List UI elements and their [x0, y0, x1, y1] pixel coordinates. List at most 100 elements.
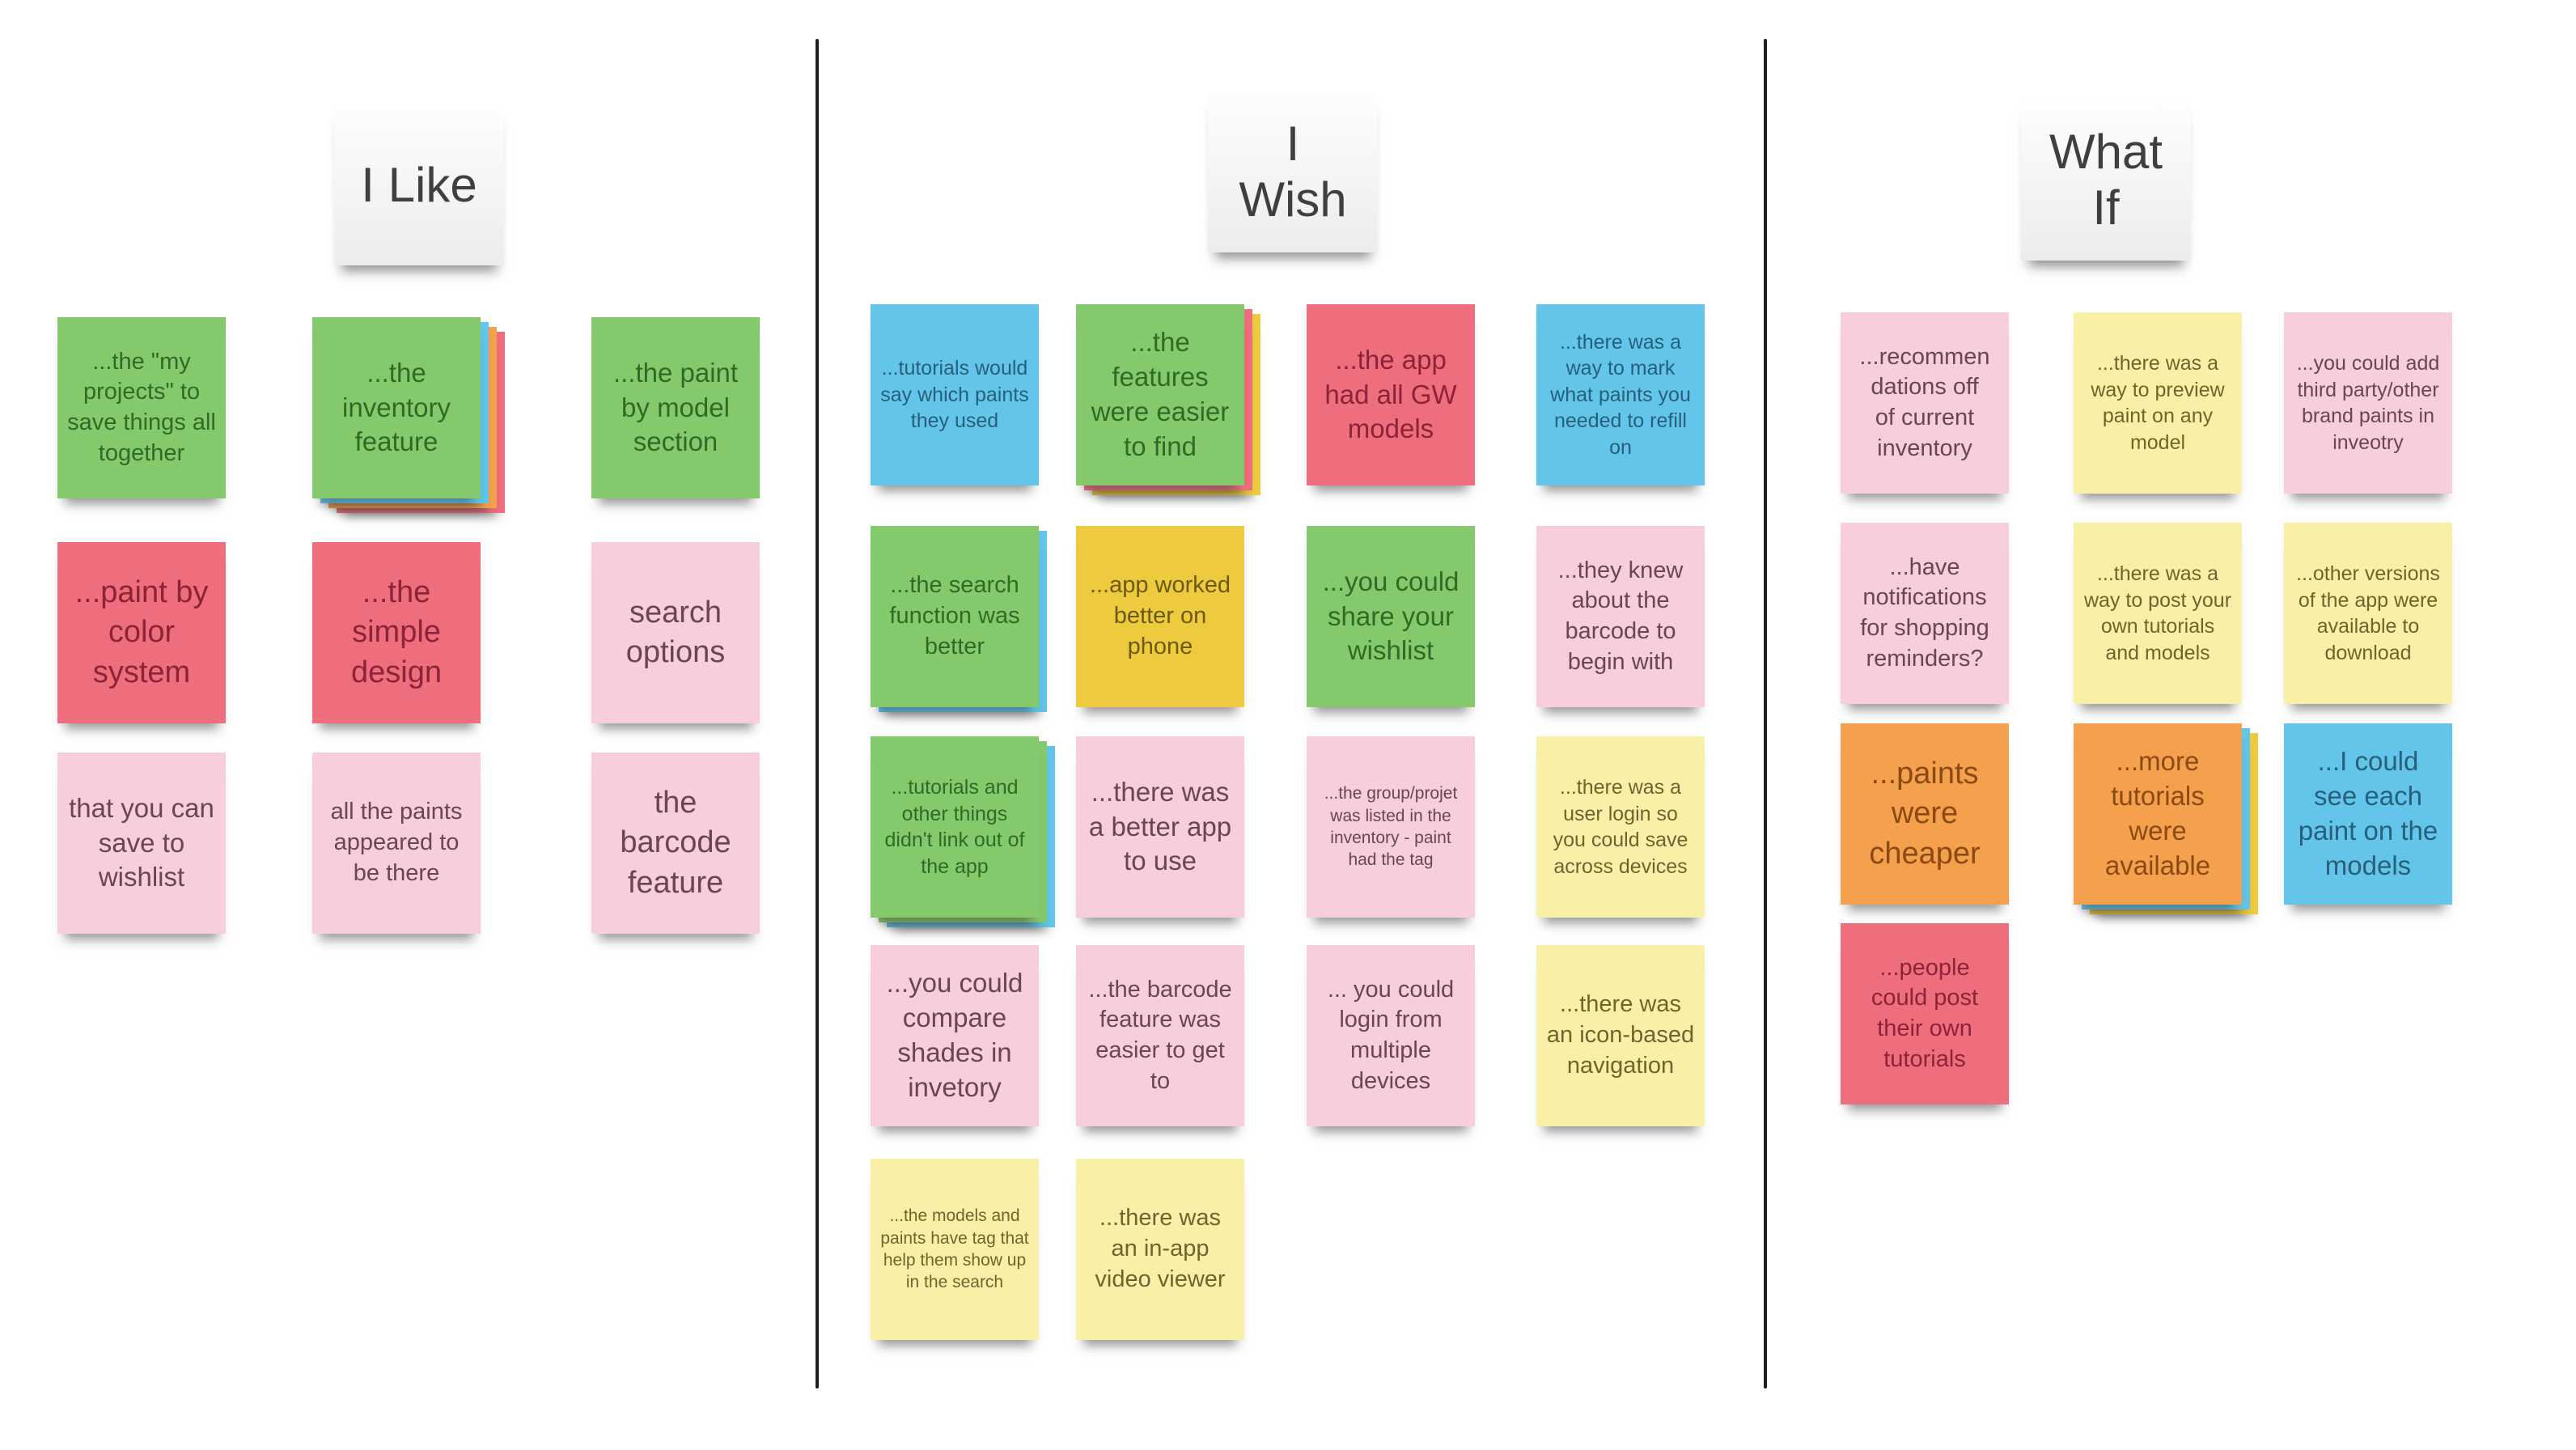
sticky-note-face: ...there was a user login so you could s… — [1536, 736, 1705, 918]
sticky-note[interactable]: ...the simple design — [312, 542, 481, 723]
sticky-note-text: ...paints were cheaper — [1869, 756, 1981, 871]
sticky-note-face: that you can save to wishlist — [57, 753, 226, 934]
sticky-note-text: ...you could add third party/other brand… — [2296, 352, 2440, 454]
sticky-note[interactable]: ...tutorials and other things didn't lin… — [871, 736, 1055, 927]
sticky-note-text: ...the inventory feature — [342, 357, 451, 457]
sticky-note-text: ...there was a way to mark what paints y… — [1550, 330, 1691, 459]
column-title-note-i-wish[interactable]: I Wish — [1208, 91, 1378, 252]
sticky-note[interactable]: ...app worked better on phone — [1076, 526, 1244, 707]
sticky-note[interactable]: ...the app had all GW models — [1307, 304, 1475, 485]
column-divider — [816, 39, 819, 1389]
sticky-note[interactable]: ...the models and paints have tag that h… — [871, 1159, 1039, 1340]
sticky-note-text: ...have notifications for shopping remin… — [1860, 553, 1989, 672]
sticky-note[interactable]: ...the "my projects" to save things all … — [57, 317, 226, 498]
sticky-note-text: ...the app had all GW models — [1324, 344, 1457, 444]
sticky-note-text: ...the features were easier to find — [1091, 327, 1230, 461]
sticky-note-face: ...other versions of the app were availa… — [2284, 523, 2452, 704]
sticky-note[interactable]: the barcode feature — [591, 753, 760, 934]
sticky-note[interactable]: ...there was a way to mark what paints y… — [1536, 304, 1705, 485]
sticky-note-face: ...there was a way to mark what paints y… — [1536, 304, 1705, 485]
sticky-note[interactable]: ...the barcode feature was easier to get… — [1076, 945, 1244, 1126]
sticky-note[interactable]: ...the paint by model section — [591, 317, 760, 498]
sticky-note-text: the barcode feature — [620, 785, 731, 900]
column-divider — [1764, 39, 1767, 1389]
sticky-note-face: search options — [591, 542, 760, 723]
sticky-note-text: ...they knew about the barcode to begin … — [1557, 557, 1684, 675]
sticky-note-text: ...you could compare shades in invetory — [886, 968, 1023, 1102]
sticky-note[interactable]: ...paint by color system — [57, 542, 226, 723]
sticky-note-text: ...tutorials and other things didn't lin… — [884, 776, 1025, 878]
sticky-note-text: ...there was an in-app video viewer — [1095, 1205, 1226, 1292]
sticky-note-text: ...the group/projet was listed in the in… — [1324, 784, 1458, 870]
sticky-note-face: ...the features were easier to find — [1076, 304, 1244, 485]
sticky-note[interactable]: ...people could post their own tutorials — [1841, 923, 2009, 1104]
sticky-note-text: ...more tutorials were available — [2104, 746, 2211, 880]
sticky-note-face: ...paint by color system — [57, 542, 226, 723]
sticky-note[interactable]: ...recommen dations off of current inven… — [1841, 312, 2009, 494]
sticky-note-text: ...you could share your wishlist — [1322, 566, 1460, 666]
column-title-note-what-if[interactable]: What If — [2021, 99, 2191, 261]
sticky-note-face: ...recommen dations off of current inven… — [1841, 312, 2009, 494]
sticky-note-face: ...there was an icon-based navigation — [1536, 945, 1705, 1126]
sticky-note-face: ...you could share your wishlist — [1307, 526, 1475, 707]
sticky-note[interactable]: ...more tutorials were available — [2074, 723, 2258, 914]
sticky-note-text: ...paint by color system — [74, 574, 209, 689]
sticky-note-face: ...they knew about the barcode to begin … — [1536, 526, 1705, 707]
sticky-note-face: ...more tutorials were available — [2074, 723, 2242, 905]
column-title-note-i-like[interactable]: I Like — [334, 104, 504, 265]
sticky-note-text: ...the barcode feature was easier to get… — [1088, 976, 1232, 1094]
sticky-note[interactable]: ... you could login from multiple device… — [1307, 945, 1475, 1126]
sticky-note-text: all the paints appeared to be there — [330, 799, 463, 886]
sticky-note-face: ...there was an in-app video viewer — [1076, 1159, 1244, 1340]
sticky-note-face: ...have notifications for shopping remin… — [1841, 523, 2009, 704]
sticky-note-text: that you can save to wishlist — [69, 792, 214, 892]
sticky-note[interactable]: ...there was a way to preview paint on a… — [2074, 312, 2242, 494]
sticky-note-face: the barcode feature — [591, 753, 760, 934]
sticky-note-face: ...there was a better app to use — [1076, 736, 1244, 918]
sticky-note[interactable]: ...you could share your wishlist — [1307, 526, 1475, 707]
sticky-note-face: ...tutorials and other things didn't lin… — [871, 736, 1039, 918]
sticky-note[interactable]: ...they knew about the barcode to begin … — [1536, 526, 1705, 707]
sticky-note[interactable]: ...you could add third party/other brand… — [2284, 312, 2452, 494]
sticky-note[interactable]: ...you could compare shades in invetory — [871, 945, 1039, 1126]
sticky-note-text: ...I could see each paint on the models — [2298, 746, 2438, 880]
sticky-note[interactable]: ...I could see each paint on the models — [2284, 723, 2452, 905]
sticky-note-face: ...the app had all GW models — [1307, 304, 1475, 485]
sticky-note-text: ... you could login from multiple device… — [1327, 976, 1455, 1094]
sticky-note-face: ...app worked better on phone — [1076, 526, 1244, 707]
sticky-note[interactable]: ...there was an icon-based navigation — [1536, 945, 1705, 1126]
sticky-note[interactable]: ...the features were easier to find — [1076, 304, 1260, 495]
sticky-note-text: ...people could post their own tutorials — [1871, 954, 1979, 1072]
sticky-note-face: ...the models and paints have tag that h… — [871, 1159, 1039, 1340]
sticky-note-text: ...there was a user login so you could s… — [1553, 776, 1688, 878]
sticky-note[interactable]: ...there was an in-app video viewer — [1076, 1159, 1244, 1340]
sticky-note[interactable]: ...paints were cheaper — [1841, 723, 2009, 905]
sticky-note[interactable]: search options — [591, 542, 760, 723]
sticky-note[interactable]: all the paints appeared to be there — [312, 753, 481, 934]
sticky-note[interactable]: ...tutorials would say which paints they… — [871, 304, 1039, 485]
sticky-note[interactable]: ...there was a way to post your own tuto… — [2074, 523, 2242, 704]
sticky-note-text: ...app worked better on phone — [1089, 572, 1231, 659]
sticky-note-text: ...there was a better app to use — [1088, 776, 1232, 876]
sticky-note[interactable]: ...the search function was better — [871, 526, 1047, 712]
sticky-note-text: ...the paint by model section — [612, 357, 739, 457]
sticky-note-text: ...the models and paints have tag that h… — [880, 1206, 1029, 1292]
sticky-note-face: ...paints were cheaper — [1841, 723, 2009, 905]
sticky-note[interactable]: ...the group/projet was listed in the in… — [1307, 736, 1475, 918]
sticky-note-text: ...there was an icon-based navigation — [1546, 991, 1695, 1079]
sticky-note-text: ...recommen dations off of current inven… — [1859, 343, 1990, 461]
sticky-note-face: ...you could compare shades in invetory — [871, 945, 1039, 1126]
sticky-note[interactable]: ...other versions of the app were availa… — [2284, 523, 2452, 704]
sticky-note-text: ...the simple design — [351, 574, 442, 689]
sticky-note[interactable]: ...there was a better app to use — [1076, 736, 1244, 918]
sticky-note[interactable]: ...have notifications for shopping remin… — [1841, 523, 2009, 704]
sticky-note-face: ...there was a way to post your own tuto… — [2074, 523, 2242, 704]
sticky-note-text: ...the "my projects" to save things all … — [67, 348, 216, 466]
sticky-note[interactable]: that you can save to wishlist — [57, 753, 226, 934]
sticky-note[interactable]: ...there was a user login so you could s… — [1536, 736, 1705, 918]
sticky-note-face: ...the inventory feature — [312, 317, 481, 498]
sticky-note[interactable]: ...the inventory feature — [312, 317, 505, 513]
sticky-note-face: ...the simple design — [312, 542, 481, 723]
sticky-note-face: ...the group/projet was listed in the in… — [1307, 736, 1475, 918]
